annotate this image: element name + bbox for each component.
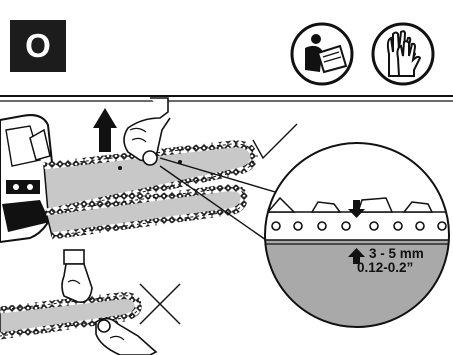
- measurement-in: 0.12-0.2”: [357, 261, 424, 275]
- gloved-hand-lower-left: [62, 250, 92, 302]
- gloved-hand-lower-right: [96, 318, 156, 355]
- check-mark: [253, 124, 297, 158]
- magnified-callout: [260, 140, 453, 339]
- measurement-mm: 3 - 5 mm: [369, 246, 424, 261]
- cross-mark: [140, 284, 180, 324]
- read-manual-icon: [292, 24, 352, 84]
- step-letter: O: [10, 20, 66, 72]
- chain-sag-measurement: 3 - 5 mm 0.12-0.2”: [369, 247, 424, 275]
- lift-arrow: [93, 108, 117, 152]
- gloves-icon: [373, 24, 433, 84]
